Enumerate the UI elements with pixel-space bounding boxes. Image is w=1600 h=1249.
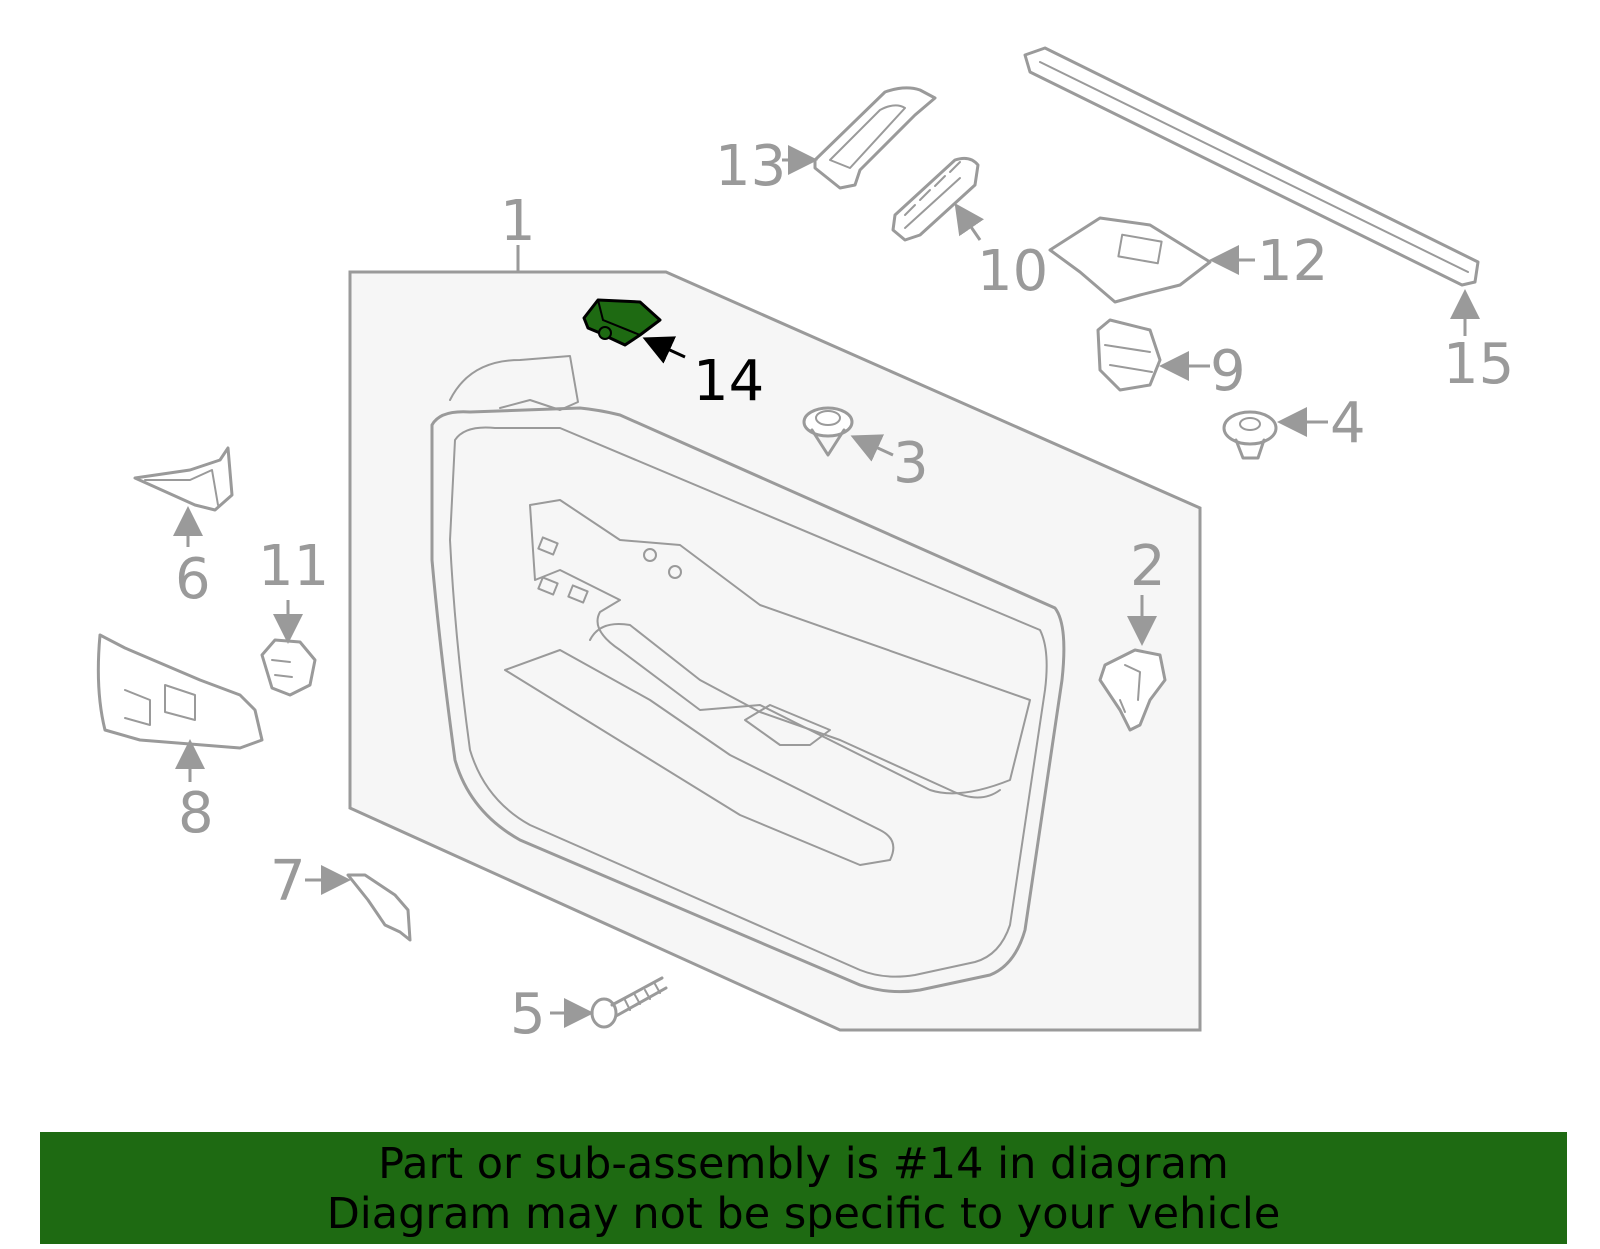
trim-slot-3 bbox=[567, 584, 589, 604]
part-11-switch bbox=[260, 638, 317, 697]
part-12-opening bbox=[1117, 233, 1163, 265]
armrest bbox=[529, 499, 1031, 795]
trim-hole-2 bbox=[668, 565, 682, 579]
door-trim-inner bbox=[449, 426, 1048, 978]
part-9-switch bbox=[1096, 318, 1162, 392]
part-3-clip bbox=[802, 406, 854, 457]
callout-11: 11 bbox=[258, 534, 329, 599]
callout-12: 12 bbox=[1257, 229, 1328, 294]
part-9-detail bbox=[1104, 344, 1153, 373]
leader-3 bbox=[850, 434, 894, 462]
part-10-buttons bbox=[904, 161, 961, 229]
panel-background bbox=[348, 270, 1202, 1032]
part-5-screw bbox=[590, 976, 668, 1029]
banner-line-disclaimer: Diagram may not be specific to your vehi… bbox=[326, 1189, 1281, 1239]
part-2-detail bbox=[1119, 664, 1141, 713]
leader-14 bbox=[642, 336, 686, 364]
door-trim-panel bbox=[430, 406, 1066, 994]
trim-slot-2 bbox=[537, 576, 559, 596]
callout-15: 15 bbox=[1443, 332, 1514, 397]
callout-5: 5 bbox=[510, 982, 546, 1047]
part-15-groove bbox=[1039, 61, 1469, 273]
door-trim-panel-group bbox=[348, 270, 1202, 1032]
door-trim-top-lip bbox=[449, 355, 579, 411]
part-11-buttons bbox=[271, 659, 293, 678]
part-6-detail bbox=[144, 469, 219, 506]
trim-hole-1 bbox=[643, 548, 657, 562]
callout-1: 1 bbox=[500, 189, 536, 254]
part-8-bezel bbox=[96, 633, 264, 750]
part-14-edge bbox=[597, 299, 641, 336]
part-13-bezel bbox=[813, 86, 937, 190]
callout-6: 6 bbox=[175, 547, 211, 612]
trim-slot-1 bbox=[537, 536, 559, 556]
callout-14: 14 bbox=[693, 349, 764, 414]
leader-10 bbox=[954, 203, 984, 241]
door-pocket bbox=[504, 649, 895, 866]
part-7-trim bbox=[346, 873, 412, 942]
callout-2: 2 bbox=[1130, 534, 1166, 599]
door-pull-cup bbox=[744, 704, 831, 746]
part-2-clip bbox=[1098, 648, 1167, 732]
part-8-opening bbox=[124, 684, 196, 726]
info-banner: Part or sub-assembly is #14 in diagram D… bbox=[40, 1132, 1567, 1244]
callout-10: 10 bbox=[977, 239, 1048, 304]
callout-13: 13 bbox=[715, 134, 786, 199]
callout-8: 8 bbox=[178, 781, 214, 846]
part-13-inner bbox=[829, 104, 906, 169]
banner-line-part: Part or sub-assembly is #14 in diagram bbox=[378, 1139, 1229, 1189]
part-14-cap bbox=[582, 298, 662, 347]
callout-4: 4 bbox=[1330, 391, 1366, 456]
callout-9: 9 bbox=[1210, 339, 1246, 404]
part-12-bezel bbox=[1048, 216, 1212, 304]
callout-7: 7 bbox=[270, 849, 306, 914]
part-14-clip bbox=[598, 326, 612, 340]
part-4-clip bbox=[1222, 410, 1278, 460]
callout-3: 3 bbox=[893, 431, 929, 496]
